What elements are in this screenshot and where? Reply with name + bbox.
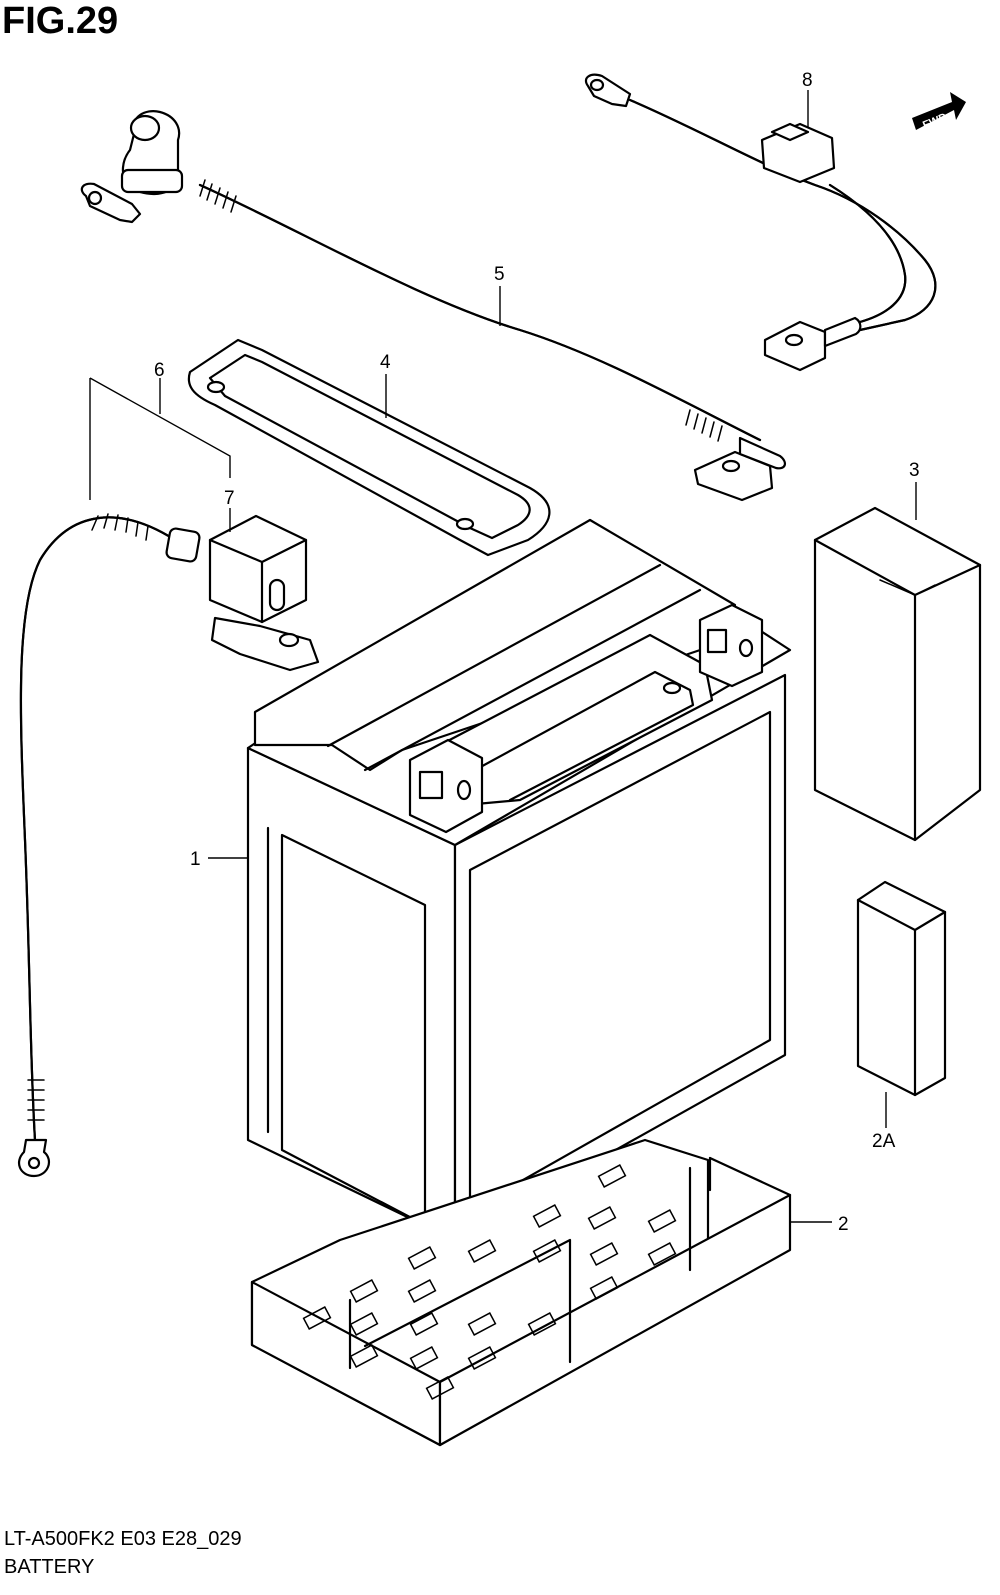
figure-code: LT-A500FK2 E03 E28_029 <box>4 1528 242 1550</box>
battery-part <box>246 518 792 1242</box>
battery-band-part <box>187 338 551 557</box>
forward-arrow-icon: FWD <box>912 92 966 132</box>
leader-lines <box>89 90 917 1223</box>
callout-2: 2 <box>838 1214 849 1235</box>
figure-name: BATTERY <box>4 1556 95 1578</box>
callout-8: 8 <box>802 70 813 91</box>
small-pad-part <box>856 880 947 1097</box>
positive-cable-part <box>80 110 786 502</box>
callout-3: 3 <box>909 460 920 481</box>
callout-2a: 2A <box>872 1131 896 1152</box>
callout-6: 6 <box>154 360 165 381</box>
figure-title: FIG.29 <box>2 0 119 42</box>
callout-4: 4 <box>380 352 391 373</box>
battery-tray-part <box>250 1138 792 1447</box>
pad-part <box>813 506 982 842</box>
callout-7: 7 <box>224 488 235 509</box>
callout-1: 1 <box>190 849 201 870</box>
callout-5: 5 <box>494 264 505 285</box>
lead-wire-part <box>584 73 937 372</box>
negative-cable-part <box>17 513 320 1178</box>
